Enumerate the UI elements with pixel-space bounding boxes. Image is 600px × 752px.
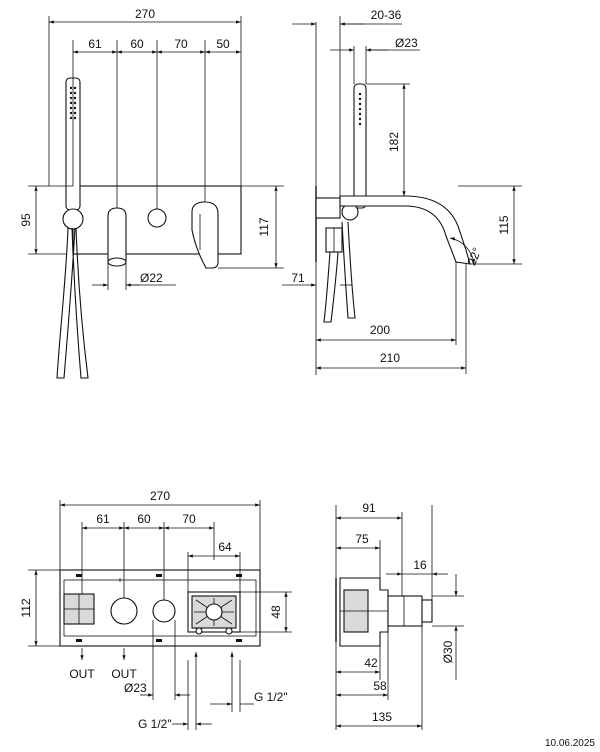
- hose-holder: [62, 208, 84, 230]
- dim-box-knob-dia: Ø23: [124, 681, 147, 695]
- dim-box-side-135: 135: [372, 710, 392, 724]
- label-out-left: OUT: [69, 667, 95, 681]
- dim-front-spout-dia: Ø22: [140, 271, 163, 285]
- dim-box-60: 60: [137, 512, 151, 526]
- dim-box-side-42: 42: [364, 656, 378, 670]
- dim-side-hose-dia: Ø23: [395, 36, 418, 50]
- dim-side-200: 200: [370, 323, 390, 337]
- dim-box-side-16: 16: [413, 558, 427, 572]
- box-slots: [76, 574, 242, 642]
- dim-spout-angle: 22°: [464, 245, 484, 267]
- side-view: 22° 20-36 Ø23 182 115 71 200 21: [282, 8, 522, 375]
- dim-box-side-91: 91: [362, 501, 376, 515]
- dim-box-side-30: Ø30: [441, 640, 455, 663]
- dim-front-50: 50: [216, 37, 230, 51]
- dim-box-48: 48: [269, 605, 283, 619]
- box-side-stem: [387, 595, 423, 627]
- box-diverter: [152, 599, 176, 623]
- side-hand-shower: [353, 83, 367, 209]
- dim-box-64: 64: [218, 540, 232, 554]
- spout-outlet: [107, 257, 127, 267]
- mixer-lever: [191, 201, 219, 269]
- dim-front-60: 60: [130, 37, 144, 51]
- side-hose-left: [323, 251, 339, 323]
- dim-side-71: 71: [291, 271, 305, 285]
- dim-box-61: 61: [96, 512, 110, 526]
- dim-box-side-58: 58: [373, 679, 387, 693]
- dim-front-95: 95: [19, 213, 33, 227]
- footer-date: 10.06.2025: [545, 738, 595, 749]
- dim-side-20-36: 20-36: [371, 8, 402, 22]
- dim-side-182: 182: [387, 132, 401, 152]
- dim-front-total: 270: [135, 7, 155, 21]
- dim-side-210: 210: [380, 351, 400, 365]
- front-view: 270 61 60 70 50 95 117 Ø22: [19, 7, 284, 379]
- hanging-hose: [56, 227, 89, 379]
- label-out-right: OUT: [111, 667, 137, 681]
- side-nozzles: [358, 92, 362, 126]
- side-rosette: [315, 197, 341, 219]
- side-hose-right: [341, 221, 356, 319]
- dim-box-total: 270: [150, 489, 170, 503]
- dim-front-61: 61: [88, 37, 102, 51]
- box-front-view: OUT OUT 270 61 60 70 64 112 48: [19, 489, 292, 731]
- front-spout: [107, 207, 127, 262]
- dim-box-70: 70: [182, 512, 196, 526]
- dim-front-70: 70: [174, 37, 188, 51]
- dim-side-115: 115: [497, 215, 511, 234]
- hand-shower-nozzles: [69, 86, 77, 120]
- dim-front-117: 117: [257, 217, 271, 236]
- diverter-knob: [147, 208, 167, 228]
- dim-box-thread-b: G 1/2": [254, 690, 288, 704]
- box-side-view: 91 75 16 Ø30 42 58 135: [335, 501, 464, 730]
- dim-box-112: 112: [19, 598, 33, 617]
- dim-box-thread-a: G 1/2": [138, 717, 172, 731]
- dim-box-side-75: 75: [355, 532, 369, 546]
- box-housing: [59, 569, 261, 647]
- box-outlet-middle: [110, 597, 138, 625]
